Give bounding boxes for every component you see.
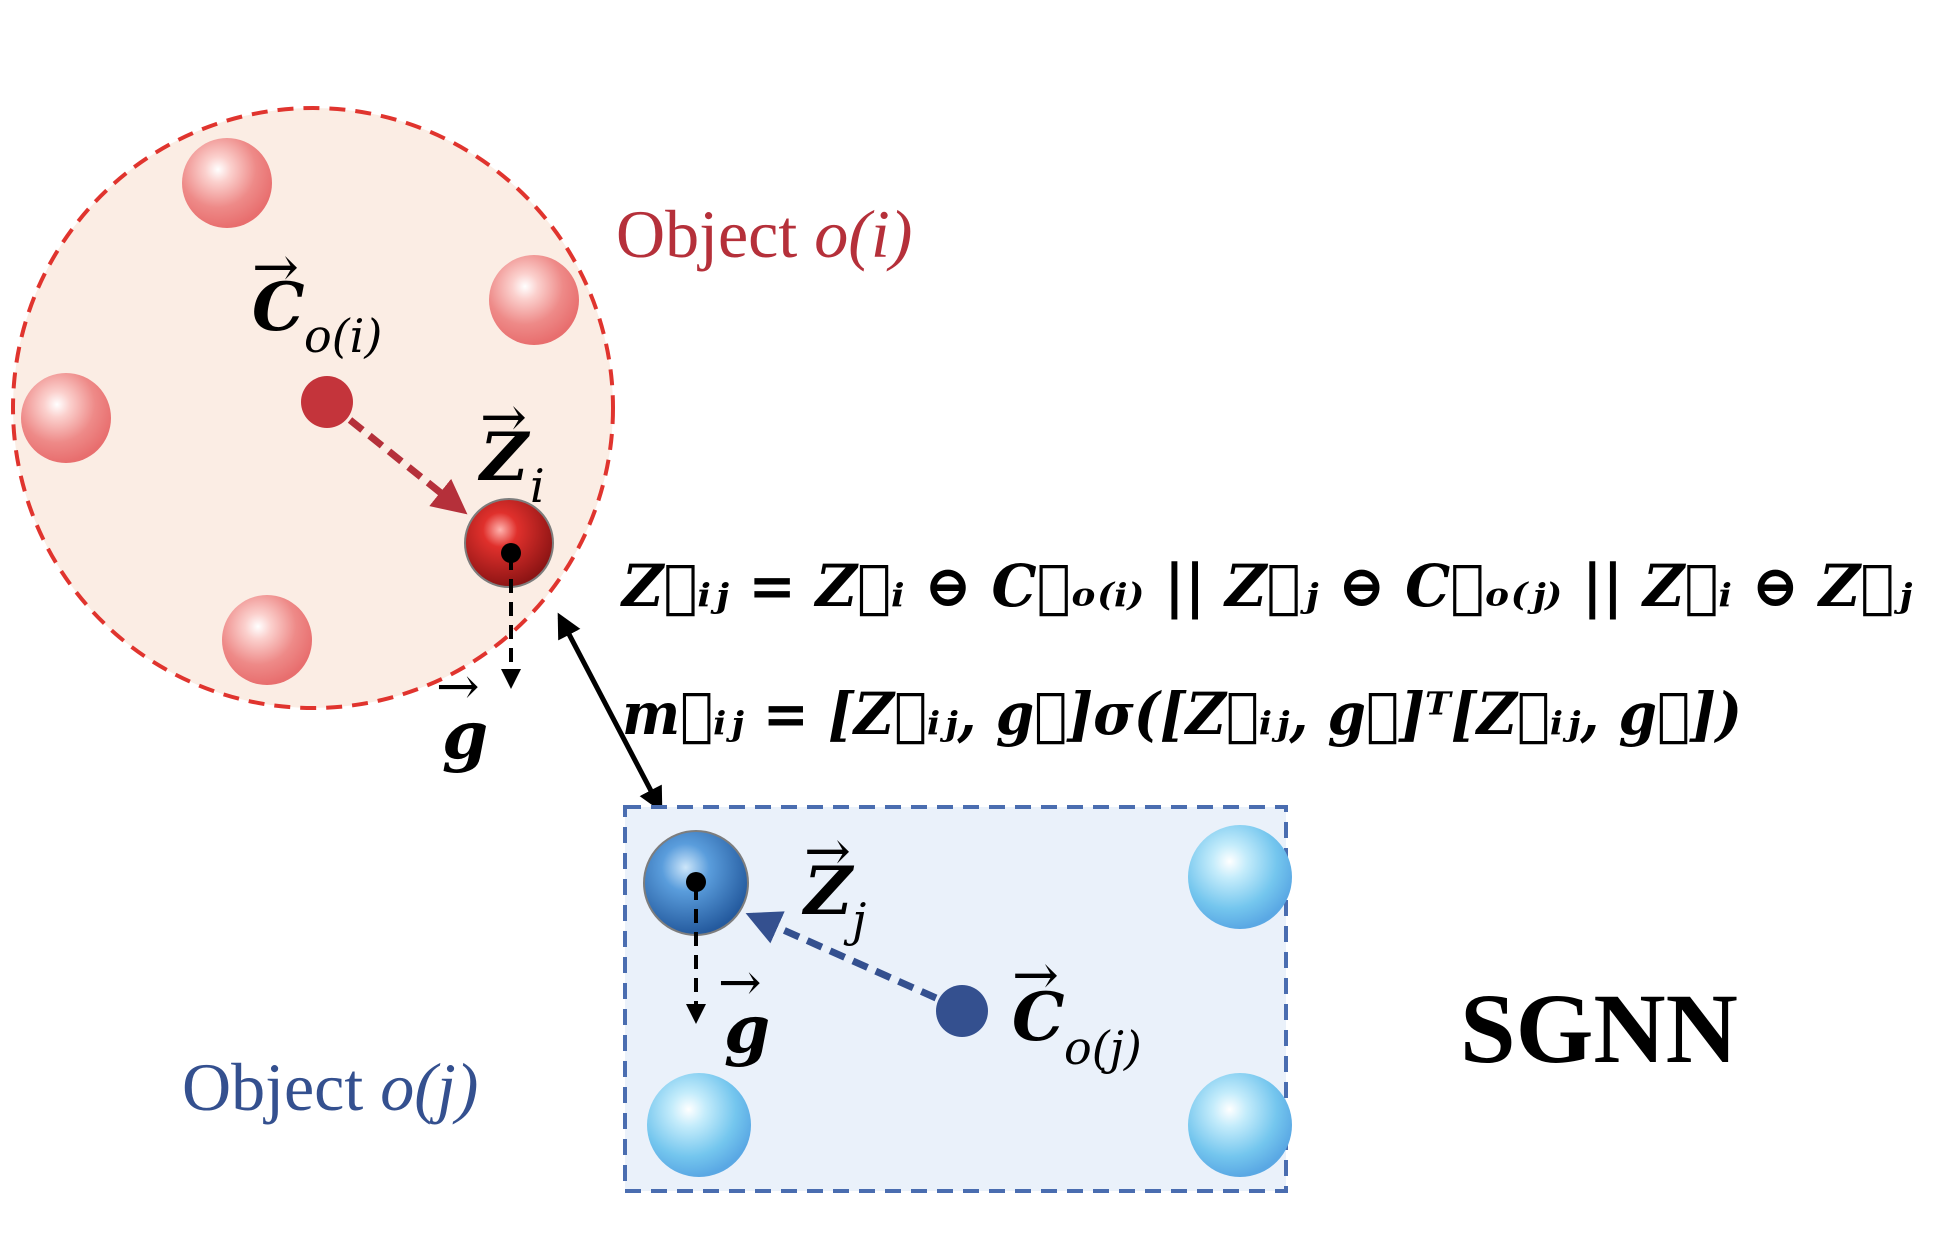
z-j-symbol: Z	[801, 852, 855, 930]
c-oj-label: → C o(j)	[1012, 943, 1142, 1075]
equation-m-ij: m⃗ᵢⱼ = [Z⃗ᵢⱼ, g⃗]σ([Z⃗ᵢⱼ, g⃗]ᵀ[Z⃗ᵢⱼ, g⃗]…	[622, 680, 1742, 748]
c-oi-sub: o(i)	[304, 309, 382, 363]
g-i-symbol: g	[442, 696, 488, 774]
g-j-symbol: g	[724, 990, 770, 1068]
c-oj-symbol: C	[1012, 978, 1065, 1056]
g-j-arrow-icon: →	[718, 953, 762, 1013]
object-i-particle	[489, 255, 579, 345]
equation-z-ij: Z⃗ᵢⱼ = Z⃗ᵢ ⊖ C⃗ₒ₍ᵢ₎ || Z⃗ⱼ ⊖ C⃗ₒ₍ⱼ₎ || Z…	[620, 552, 1913, 620]
g-j-label: → g	[718, 953, 770, 1068]
object-i-particle	[222, 595, 312, 685]
object-j-particle	[1188, 825, 1292, 929]
z-i-symbol: Z	[477, 418, 531, 496]
object-j-particle	[1188, 1073, 1292, 1177]
object-j-label-sym: o(j)	[380, 1049, 478, 1125]
z-j-arrow-icon: →	[804, 819, 851, 884]
object-j-group	[623, 805, 1292, 1193]
object-j-particle	[647, 1073, 751, 1177]
model-title: SGNN	[1460, 973, 1738, 1084]
c-oi-arrow-icon: →	[252, 235, 299, 300]
z-i-sub: i	[530, 459, 545, 513]
g-i-arrow-icon: →	[436, 657, 480, 717]
c-oj-sub: o(j)	[1064, 1021, 1142, 1075]
object-i-group	[11, 106, 615, 710]
object-i-label-sym: o(i)	[814, 196, 912, 272]
z-i-arrow-icon: →	[480, 385, 527, 450]
z-i-label: → Z i	[477, 385, 545, 513]
center-of-mass-j	[936, 985, 988, 1037]
offset-arrow-j	[745, 911, 938, 1002]
object-i-particle	[182, 138, 272, 228]
c-oi-label: → C o(i)	[252, 235, 382, 363]
object-i-particle	[21, 373, 111, 463]
center-of-mass-i	[301, 376, 353, 428]
c-oi-symbol: C	[252, 268, 305, 346]
interaction-arrow	[557, 612, 663, 813]
z-j-label: → Z j	[801, 819, 866, 947]
object-i-label-word: Object	[616, 196, 797, 272]
object-j-label: Object o(j)	[182, 1049, 478, 1125]
object-i-label: Object o(i)	[616, 196, 912, 272]
c-oj-arrow-icon: →	[1012, 943, 1059, 1008]
object-j-label-word: Object	[182, 1049, 363, 1125]
particle-j-dot	[686, 872, 706, 892]
g-i-label: → g	[436, 657, 488, 774]
particle-i-dot	[501, 543, 521, 563]
